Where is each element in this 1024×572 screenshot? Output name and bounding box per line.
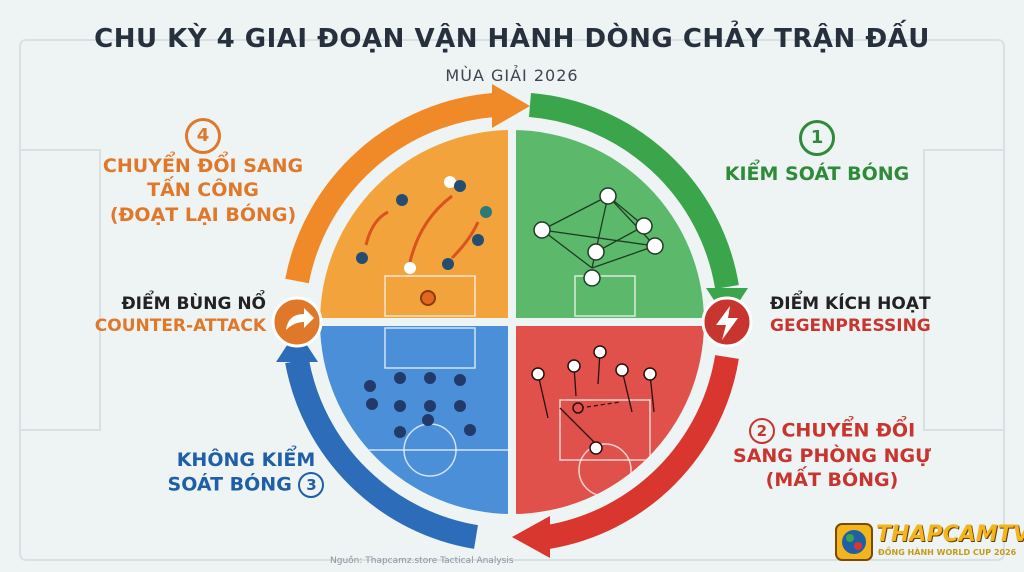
phase-1-label: 1 KIỂM SOÁT BÓNG <box>712 120 922 186</box>
phase-3-number: 3 <box>298 472 325 499</box>
phase-2-number: 2 <box>748 418 775 444</box>
page-title: CHU KỲ 4 GIAI ĐOẠN VẬN HÀNH DÒNG CHẢY TR… <box>94 24 930 54</box>
phase-4-label: 4 CHUYỂN ĐỔI SANG TẤN CÔNG (ĐOẠT LẠI BÓN… <box>88 118 318 227</box>
share-arrow-icon <box>286 308 314 330</box>
logo-wordmark: THAPCAMTV <box>876 522 1024 547</box>
counter-attack-line1: ĐIỂM BÙNG NỔ <box>121 294 266 314</box>
brand-logo: THAPCAMTV ĐỒNG HÀNH WORLD CUP 2026 <box>832 516 1024 570</box>
cycle-arrows <box>285 93 739 549</box>
quadrant-counter-attack <box>320 130 508 318</box>
phase-4-line3: (ĐOẠT LẠI BÓNG) <box>109 203 297 226</box>
phase-4-line1: CHUYỂN ĐỔI SANG <box>102 155 304 177</box>
phase-1-number: 1 <box>799 120 835 156</box>
gegenpressing-trigger <box>701 296 753 348</box>
arrow-green <box>528 93 739 289</box>
gegenpressing-label: ĐIỂM KÍCH HOẠT GEGENPRESSING <box>770 294 960 338</box>
phase-2-label: 2 CHUYỂN ĐỔI SANG PHÒNG NGỰ (MẤT BÓNG) <box>712 418 952 493</box>
defensive-block-players <box>364 372 476 438</box>
possession-passing-lines <box>541 195 656 269</box>
counter-attack-label: ĐIỂM BÙNG NỔ COUNTER-ATTACK <box>76 294 266 338</box>
gegenpressing-line1: ĐIỂM KÍCH HOẠT <box>770 294 931 314</box>
possession-players <box>533 187 664 287</box>
phase-3-label: KHÔNG KIỂM SOÁT BÓNG 3 <box>136 448 356 499</box>
logo-tagline: ĐỒNG HÀNH WORLD CUP 2026 <box>878 548 1017 557</box>
trophy-icon <box>835 523 873 561</box>
ball <box>572 402 584 414</box>
phase-3-line1: KHÔNG KIỂM <box>176 449 316 471</box>
background-pitch-lines <box>19 39 1005 561</box>
page-subtitle: MÙA GIẢI 2026 <box>445 66 579 85</box>
phase-4-number: 4 <box>185 118 221 154</box>
quadrant-defensive-transition <box>516 326 704 514</box>
phase-2-line1: CHUYỂN ĐỔI <box>781 419 916 442</box>
arrow-orange <box>285 93 495 284</box>
pressing-players <box>531 345 657 455</box>
phase-4-line2: TẤN CÔNG <box>147 179 259 202</box>
counter-attack-line2: COUNTER-ATTACK <box>94 315 266 336</box>
lightning-icon <box>716 306 738 340</box>
quadrant-separators <box>318 128 706 516</box>
phase-3-line2: SOÁT BÓNG <box>167 473 292 496</box>
phase-1-line1: KIỂM SOÁT BÓNG <box>724 163 910 185</box>
gegenpressing-line2: GEGENPRESSING <box>770 315 931 336</box>
arrow-blue <box>285 358 479 549</box>
counter-attack-players <box>356 176 492 306</box>
phase-2-line2: SANG PHÒNG NGỰ <box>733 445 931 467</box>
source-note: Nguồn: Thapcamz.store Tactical Analysis <box>330 556 514 566</box>
phase-quadrants <box>320 130 704 514</box>
counter-attack-trigger <box>271 296 323 348</box>
arrow-red <box>545 355 739 549</box>
phase-2-line3: (MẤT BÓNG) <box>765 469 899 492</box>
